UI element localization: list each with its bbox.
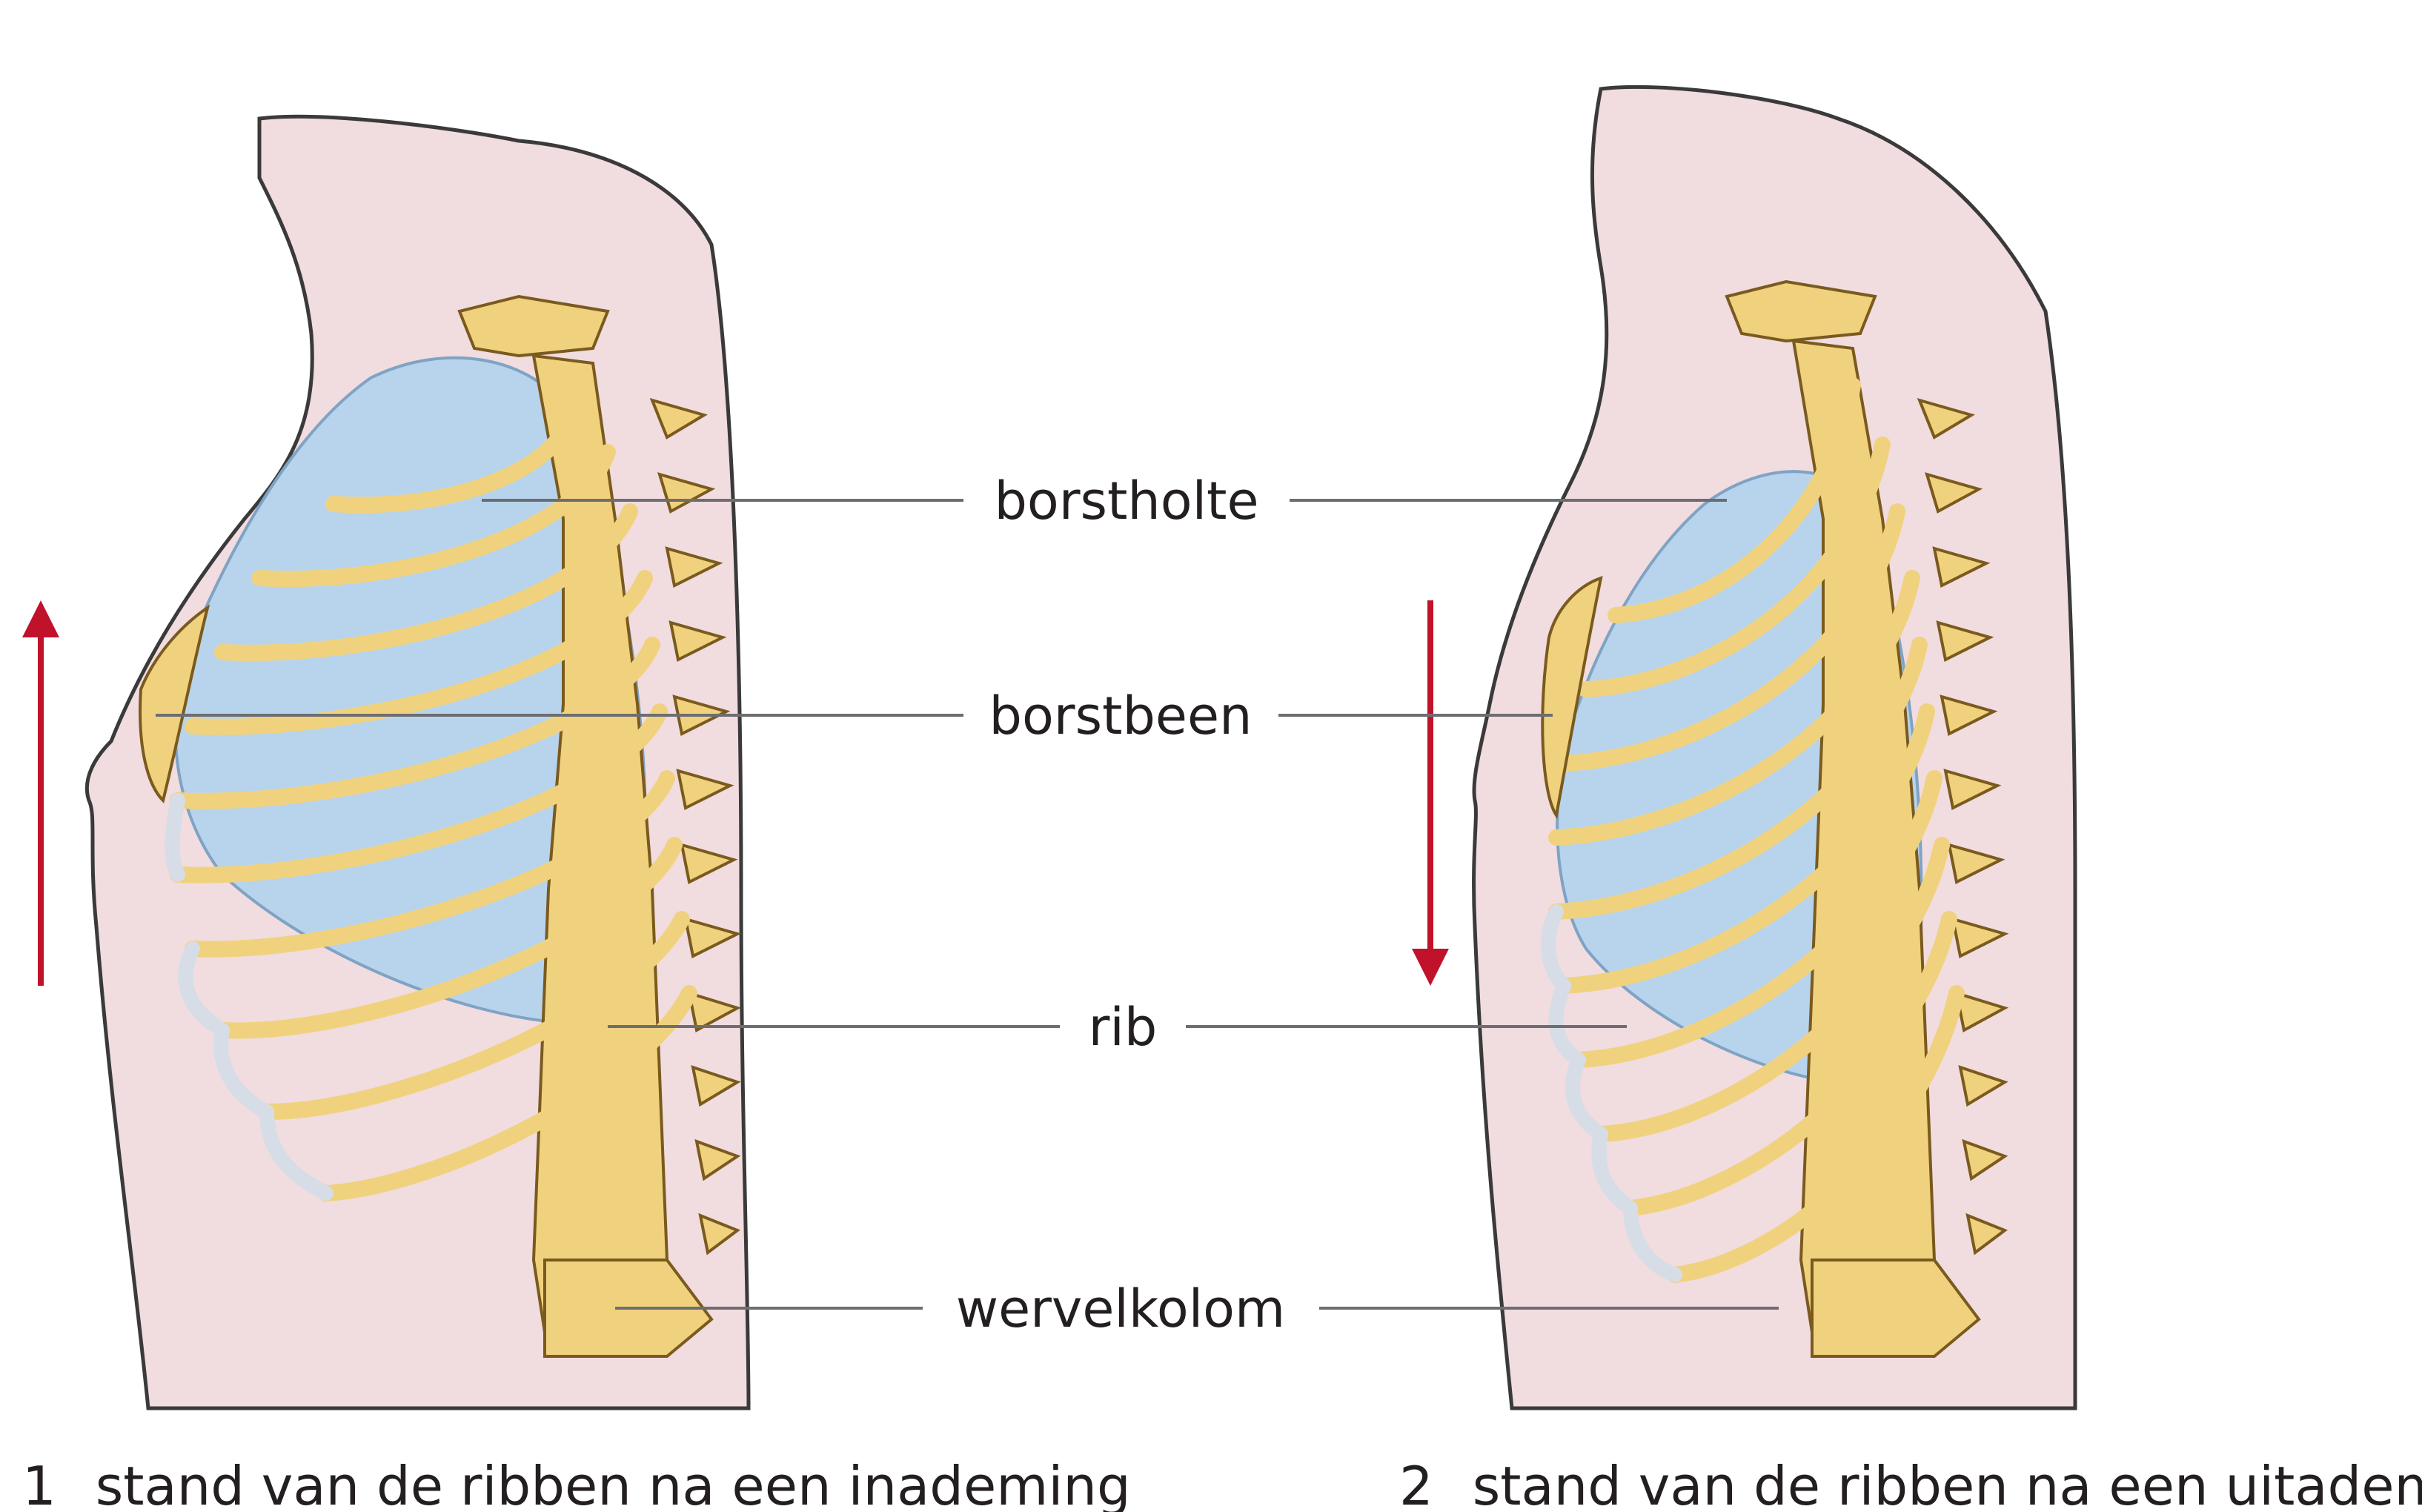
caption-panel-2-text: stand van de ribben na een uitademing (1473, 1455, 2422, 1512)
caption-panel-1: 1 stand van de ribben na een inademing (22, 1455, 1131, 1512)
label-sternum: borstbeen (989, 686, 1253, 746)
caption-panel-2-number: 2 (1399, 1455, 1433, 1512)
panel-1-illustration (87, 116, 749, 1408)
caption-panel-1-number: 1 (22, 1455, 56, 1512)
inhalation-arrow (22, 600, 59, 986)
caption-panel-1-text: stand van de ribben na een inademing (96, 1455, 1131, 1512)
label-chest-cavity: borstholte (994, 471, 1258, 531)
panel-2-illustration (1474, 87, 2075, 1408)
label-spine: wervelkolom (956, 1279, 1285, 1339)
caption-panel-2: 2 stand van de ribben na een uitademing (1399, 1455, 2422, 1512)
exhalation-arrow (1412, 600, 1449, 986)
label-rib: rib (1089, 997, 1158, 1058)
